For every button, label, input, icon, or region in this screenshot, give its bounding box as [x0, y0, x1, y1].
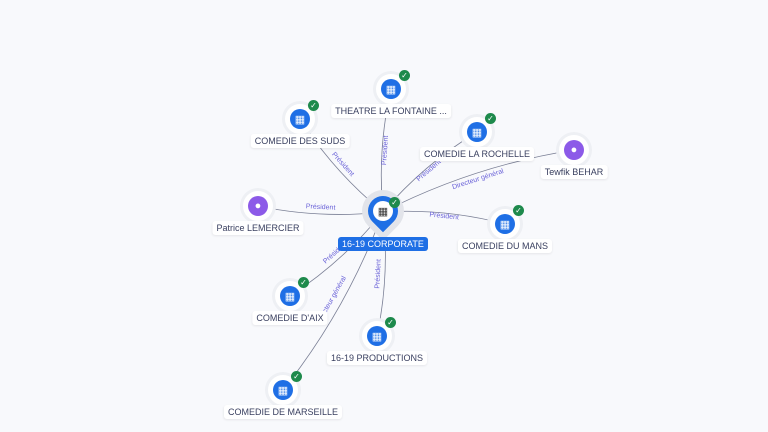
- node-aix[interactable]: ▦✓: [275, 277, 309, 311]
- verified-check-icon: ✓: [399, 70, 410, 81]
- building-icon: ▦: [367, 326, 387, 346]
- building-icon: ▦: [280, 286, 300, 306]
- building-icon: ▦: [381, 79, 401, 99]
- building-icon: ▦: [273, 380, 293, 400]
- edge-label: Président: [381, 135, 390, 165]
- edge-label: Président: [415, 159, 442, 184]
- node-label[interactable]: COMEDIE LA ROCHELLE: [419, 147, 535, 161]
- node-label[interactable]: COMEDIE D'AIX: [252, 311, 328, 325]
- node-mans[interactable]: ▦✓: [490, 205, 524, 239]
- verified-check-icon: ✓: [308, 100, 319, 111]
- building-icon: ▦: [495, 214, 515, 234]
- node-label[interactable]: Patrice LEMERCIER: [212, 221, 304, 235]
- building-icon: ▦: [290, 109, 310, 129]
- center-node-label[interactable]: 16-19 CORPORATE: [338, 237, 428, 251]
- node-label[interactable]: COMEDIE DES SUDS: [250, 134, 350, 148]
- building-icon: ▦: [467, 122, 487, 142]
- node-patrice[interactable]: ●: [243, 191, 273, 221]
- edge-tewfik: [382, 149, 575, 213]
- node-label[interactable]: 16-19 PRODUCTIONS: [326, 351, 428, 365]
- verified-check-icon: ✓: [513, 205, 524, 216]
- node-productions[interactable]: ▦✓: [362, 317, 396, 351]
- node-label[interactable]: COMEDIE DU MANS: [457, 239, 553, 253]
- person-icon: ●: [248, 196, 268, 216]
- edge-label: Président: [429, 212, 459, 222]
- node-suds[interactable]: ▦✓: [285, 100, 319, 134]
- edge-marseille: [282, 211, 384, 391]
- node-tewfik[interactable]: ●: [559, 135, 589, 165]
- verified-check-icon: ✓: [385, 317, 396, 328]
- edge-label: Président: [306, 203, 336, 211]
- verified-check-icon: ✓: [485, 113, 496, 124]
- edge-label: Directeur général: [451, 168, 505, 191]
- person-icon: ●: [564, 140, 584, 160]
- node-rochelle[interactable]: ▦✓: [462, 113, 496, 147]
- verified-check-icon: ✓: [291, 371, 302, 382]
- verified-check-icon: ✓: [389, 197, 400, 208]
- node-label[interactable]: COMEDIE DE MARSEILLE: [223, 405, 343, 419]
- node-theatre[interactable]: ▦✓: [376, 70, 410, 104]
- verified-check-icon: ✓: [298, 277, 309, 288]
- node-marseille[interactable]: ▦✓: [268, 371, 302, 405]
- edge-label: Président: [374, 259, 382, 289]
- node-label[interactable]: Tewfik BEHAR: [540, 165, 608, 179]
- node-label[interactable]: THEATRE LA FONTAINE ...: [331, 104, 451, 118]
